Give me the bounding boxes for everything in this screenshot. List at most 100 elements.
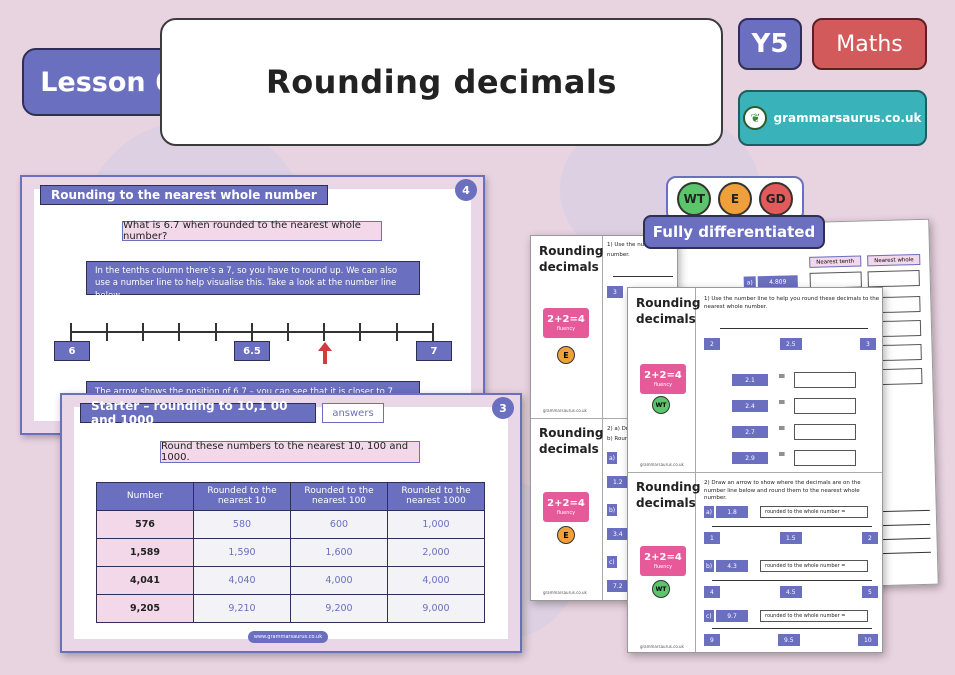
value-chip: 4.3	[716, 560, 748, 572]
page-title: Rounding decimals	[266, 63, 617, 101]
subject-badge: Maths	[812, 18, 927, 70]
rounded-label: rounded to the whole number =	[760, 610, 868, 622]
table-cell: 576	[96, 510, 194, 539]
differentiation-badges: WT E GD	[666, 176, 804, 222]
value-chip: 1.8	[716, 506, 748, 518]
table-cell: 9,205	[96, 594, 194, 623]
answer-box[interactable]	[794, 398, 856, 414]
number-line	[712, 526, 872, 527]
value-chip: 3.4	[607, 528, 629, 540]
gd-badge: GD	[758, 182, 793, 216]
number-line-label: 9.5	[778, 634, 800, 646]
column-header: Nearest whole	[867, 253, 921, 267]
brand-badge[interactable]: ❦ grammarsaurus.co.uk	[738, 90, 927, 146]
table-row: 576 580 600 1,000	[96, 510, 485, 539]
fluency-label: 2+2=4	[644, 369, 682, 381]
answer-box[interactable]	[794, 450, 856, 466]
answer-box[interactable]	[794, 372, 856, 388]
fluency-label: 2+2=4	[547, 313, 585, 325]
equals-sign: =	[778, 424, 786, 434]
number-line-label: 6	[54, 341, 90, 361]
table-row: 1,589 1,590 1,600 2,000	[96, 538, 485, 567]
fluency-sub: fluency	[556, 509, 576, 516]
number-line-label: 6.5	[234, 341, 270, 361]
answer-box[interactable]	[867, 270, 920, 288]
tick	[323, 323, 325, 341]
table-header-row: Number Rounded to the nearest 10 Rounded…	[96, 482, 485, 511]
brand-link[interactable]: grammarsaurus.co.uk	[773, 111, 922, 125]
fluency-label: 2+2=4	[547, 497, 585, 509]
section-divider	[531, 418, 677, 419]
fluency-label: 2+2=4	[644, 551, 682, 563]
value-chip: 9.7	[716, 610, 748, 622]
slide-3: Starter – rounding to 10,1 00 and 1000 a…	[60, 393, 522, 653]
column-header: Rounded to the nearest 1000	[387, 482, 485, 511]
tick	[359, 323, 361, 341]
number-line-label: 5	[862, 586, 878, 598]
worksheet-question: 1) Use the number	[607, 242, 659, 248]
rounded-label: rounded to the whole number =	[760, 560, 868, 572]
number-line-label: 7	[416, 341, 452, 361]
worksheet-sidebar	[628, 288, 696, 652]
value-chip: 3	[607, 286, 623, 298]
number-line-label: 4.5	[780, 586, 802, 598]
value-chip: 7.2	[607, 580, 629, 592]
tick	[70, 323, 72, 341]
number-line-label: 1	[704, 532, 720, 544]
lesson-label: Lesson 6	[40, 66, 174, 98]
table-cell: 9,000	[387, 594, 485, 623]
table-cell: 1,600	[290, 538, 388, 567]
column-header: Nearest tenth	[809, 255, 862, 268]
slide-3-number: 3	[492, 397, 514, 419]
column-header: Rounded to the nearest 10	[193, 482, 291, 511]
rounded-label: rounded to the whole number =	[760, 506, 868, 518]
table-cell: 4,040	[193, 566, 291, 595]
table-row: 9,205 9,210 9,200 9,000	[96, 594, 485, 623]
letter-chip: a)	[704, 506, 715, 518]
writing-line	[874, 551, 931, 555]
slide-4-title: Rounding to the nearest whole number	[40, 185, 328, 205]
wt-badge: WT	[652, 580, 670, 598]
number-line-label: 2	[704, 338, 720, 350]
number-line-label: 1.5	[780, 532, 802, 544]
slide-3-instruction: Round these numbers to the nearest 10, 1…	[160, 441, 420, 463]
number-line	[712, 580, 872, 581]
table-row: 4,041 4,040 4,000 4,000	[96, 566, 485, 595]
column-header: Number	[96, 482, 194, 511]
table-cell: 4,000	[387, 566, 485, 595]
letter-chip: c)	[607, 556, 617, 568]
table-cell: 580	[193, 510, 291, 539]
worksheet-question: 2) a) Draw	[607, 426, 637, 432]
table-cell: 4,041	[96, 566, 194, 595]
answer-box[interactable]	[794, 424, 856, 440]
worksheet-footer: grammarsaurus.co.uk	[543, 590, 587, 595]
table-cell: 1,000	[387, 510, 485, 539]
worksheet-question: b) Round th	[607, 436, 640, 442]
number-line	[720, 328, 868, 329]
table-cell: 4,000	[290, 566, 388, 595]
worksheet-footer: grammarsaurus.co.uk	[640, 644, 684, 649]
slide-footer: www.grammarsaurus.co.uk	[248, 631, 328, 643]
value-chip: 2.1	[732, 374, 768, 386]
tick	[106, 323, 108, 341]
e-badge: E	[717, 182, 752, 216]
slide-4-number: 4	[455, 179, 477, 201]
fluency-sub: fluency	[556, 325, 576, 332]
worksheet-heading: Rounding decimals	[539, 426, 604, 456]
table-cell: 1,590	[193, 538, 291, 567]
number-line	[70, 323, 434, 341]
fluency-sub: fluency	[653, 381, 673, 388]
worksheet-heading: Rounding decimals	[636, 296, 701, 326]
equals-sign: =	[778, 450, 786, 460]
tick	[215, 323, 217, 341]
tick	[178, 323, 180, 341]
worksheet-question: 1) Use the number line to help you round…	[704, 296, 880, 310]
answers-button[interactable]: answers	[322, 403, 384, 423]
year-label: Y5	[751, 29, 789, 59]
tick	[287, 323, 289, 341]
column-header: Rounded to the nearest 100	[290, 482, 388, 511]
tick	[396, 323, 398, 341]
number-line-label: 10	[858, 634, 878, 646]
